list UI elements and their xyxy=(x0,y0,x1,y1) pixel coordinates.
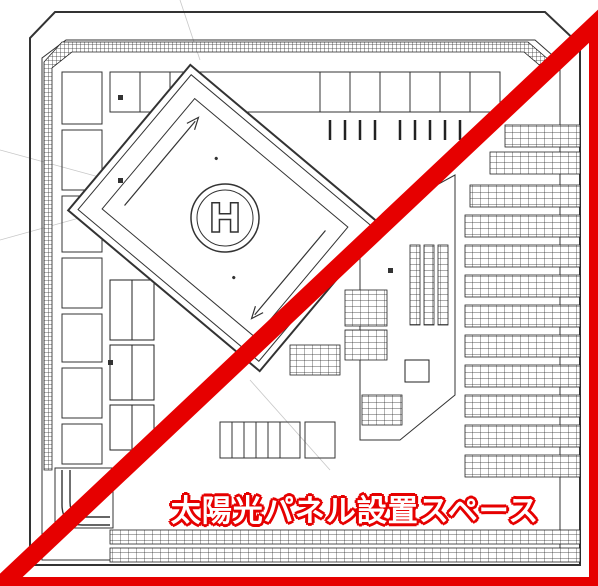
helipad-marking: H xyxy=(208,196,241,242)
solar-panel-space-label: 太陽光パネル設置スペース xyxy=(170,494,540,529)
right-panel-rows xyxy=(464,124,581,478)
central-panel-arrays xyxy=(289,244,449,426)
left-stalls xyxy=(109,279,155,451)
bottom-rooms xyxy=(219,421,336,459)
markers xyxy=(108,95,393,365)
stall-lines xyxy=(328,120,462,140)
perimeter-wall xyxy=(43,41,557,471)
bottom-panel-rows xyxy=(109,529,581,563)
top-rooms xyxy=(109,71,501,113)
solar-space-highlight xyxy=(0,9,598,586)
